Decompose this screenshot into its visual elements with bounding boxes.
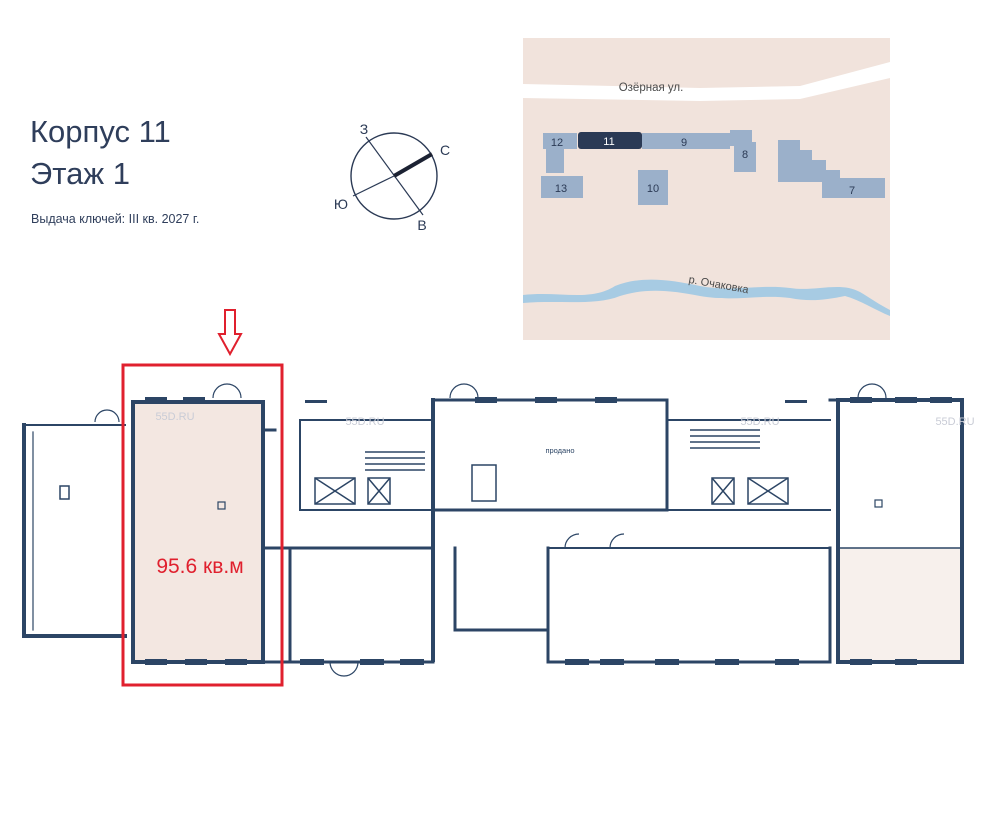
map-building-9 bbox=[642, 133, 730, 149]
map-label-11: 11 bbox=[603, 136, 614, 148]
map-label-12: 12 bbox=[551, 137, 563, 149]
building-title: Корпус 11 bbox=[30, 114, 171, 149]
map-label-9: 9 bbox=[681, 137, 687, 149]
watermark: 55D.RU bbox=[345, 416, 384, 428]
watermark: 55D.RU bbox=[155, 411, 194, 423]
compass-west-label: З bbox=[360, 121, 368, 137]
compass-east-label: В bbox=[417, 217, 426, 233]
map-label-13: 13 bbox=[555, 183, 567, 195]
map-label-10: 10 bbox=[647, 183, 659, 195]
pointer-arrow bbox=[217, 309, 243, 357]
map-building-11-current bbox=[578, 132, 642, 149]
watermark: 55D.RU bbox=[740, 416, 779, 428]
compass: З С Ю В bbox=[334, 121, 450, 233]
highlighted-unit-fill bbox=[135, 402, 263, 662]
street-label: Озёрная ул. bbox=[619, 82, 684, 94]
map-building-10 bbox=[638, 170, 668, 205]
map-building-12 bbox=[543, 133, 577, 149]
map-building-8 bbox=[734, 142, 756, 172]
watermark: 55D.RU bbox=[935, 416, 974, 428]
map-building-7 bbox=[778, 140, 885, 198]
highlight-frame bbox=[121, 363, 284, 687]
site-map: Озёрная ул. р. Очаковка 12 11 9 8 13 10 … bbox=[523, 38, 890, 340]
street-road bbox=[523, 62, 890, 101]
map-label-8: 8 bbox=[742, 149, 748, 161]
river bbox=[523, 279, 890, 316]
corner-room-fill bbox=[840, 548, 962, 660]
map-label-7: 7 bbox=[849, 185, 855, 197]
key-delivery-text: Выдача ключей: III кв. 2027 г. bbox=[31, 212, 200, 226]
floor-plan bbox=[22, 383, 964, 677]
floor-title: Этаж 1 bbox=[30, 156, 130, 191]
compass-north-label: С bbox=[440, 142, 450, 158]
compass-south-label: Ю bbox=[334, 196, 348, 212]
unit-area-label: 95.6 кв.м bbox=[156, 555, 243, 578]
sold-label: продано bbox=[545, 446, 574, 455]
map-building-12-wing bbox=[546, 149, 564, 173]
map-building-13 bbox=[541, 176, 583, 198]
